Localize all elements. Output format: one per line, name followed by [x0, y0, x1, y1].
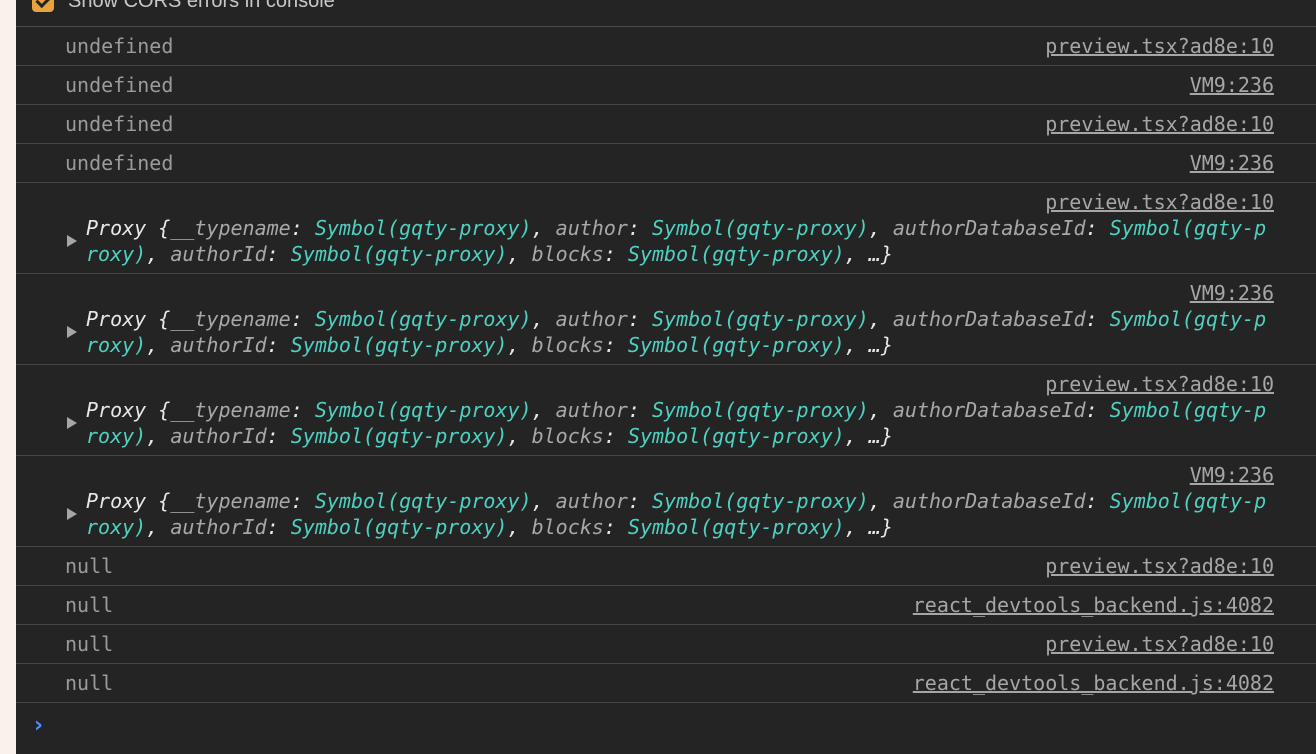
- field-key: blocks: [531, 242, 604, 266]
- message-value: null: [65, 593, 114, 617]
- field-key: __typename: [170, 216, 291, 240]
- cors-setting-row: Show CORS errors in console: [16, 0, 1316, 27]
- field-key: authorDatabaseId: [892, 398, 1086, 422]
- field-value: Symbol(gqty-proxy): [652, 398, 869, 422]
- object-label: Proxy: [86, 489, 147, 513]
- field-value: Symbol(gqty-proxy): [627, 242, 845, 266]
- field-value: Symbol(gqty-proxy): [290, 424, 508, 448]
- object-preview[interactable]: Proxy {__typename: Symbol(gqty-proxy), a…: [86, 398, 1267, 448]
- field-value: Symbol(gqty-proxy): [627, 515, 845, 539]
- source-link[interactable]: VM9:236: [1189, 281, 1274, 305]
- message-value: null: [65, 554, 114, 578]
- object-preview[interactable]: Proxy {__typename: Symbol(gqty-proxy), a…: [86, 216, 1267, 266]
- object-ellipsis: …: [868, 515, 881, 539]
- field-value: Symbol(gqty-proxy): [86, 489, 1267, 539]
- source-link[interactable]: VM9:236: [1189, 151, 1274, 175]
- field-key: __typename: [170, 489, 291, 513]
- source-link[interactable]: preview.tsx?ad8e:10: [1045, 190, 1274, 214]
- message-value: undefined: [65, 73, 174, 97]
- message-value: undefined: [65, 151, 174, 175]
- field-value: Symbol(gqty-proxy): [314, 398, 532, 422]
- message-value: undefined: [65, 112, 174, 136]
- field-key: author: [555, 489, 628, 513]
- expand-triangle-icon[interactable]: [67, 326, 77, 338]
- field-key: __typename: [170, 398, 291, 422]
- object-ellipsis: …: [868, 333, 881, 357]
- source-link[interactable]: preview.tsx?ad8e:10: [1045, 554, 1274, 578]
- field-value: Symbol(gqty-proxy): [652, 216, 869, 240]
- source-link[interactable]: preview.tsx?ad8e:10: [1045, 34, 1274, 58]
- console-message: undefined preview.tsx?ad8e:10: [16, 105, 1316, 144]
- expand-triangle-icon[interactable]: [67, 508, 77, 520]
- field-value: Symbol(gqty-proxy): [627, 424, 845, 448]
- field-key: author: [555, 307, 628, 331]
- source-link[interactable]: react_devtools_backend.js:4082: [912, 671, 1274, 695]
- field-key: authorId: [170, 242, 267, 266]
- field-key: authorDatabaseId: [892, 489, 1086, 513]
- field-value: Symbol(gqty-proxy): [290, 515, 508, 539]
- console-message: null react_devtools_backend.js:4082: [16, 664, 1316, 703]
- field-key: blocks: [531, 424, 604, 448]
- expand-triangle-icon[interactable]: [67, 417, 77, 429]
- source-link[interactable]: preview.tsx?ad8e:10: [1045, 632, 1274, 656]
- field-value: Symbol(gqty-proxy): [652, 489, 869, 513]
- field-value: Symbol(gqty-proxy): [86, 398, 1267, 448]
- object-ellipsis: …: [868, 424, 881, 448]
- field-key: authorDatabaseId: [892, 216, 1086, 240]
- console-message: null preview.tsx?ad8e:10: [16, 547, 1316, 586]
- message-value: null: [65, 632, 114, 656]
- source-link[interactable]: preview.tsx?ad8e:10: [1045, 112, 1274, 136]
- console-message: undefined VM9:236: [16, 66, 1316, 105]
- object-label: Proxy: [86, 216, 147, 240]
- field-key: authorId: [170, 424, 267, 448]
- expand-triangle-icon[interactable]: [67, 235, 77, 247]
- field-value: Symbol(gqty-proxy): [290, 333, 508, 357]
- source-link[interactable]: VM9:236: [1189, 463, 1274, 487]
- field-key: __typename: [170, 307, 291, 331]
- field-value: Symbol(gqty-proxy): [86, 216, 1267, 266]
- field-key: authorId: [170, 515, 267, 539]
- field-value: Symbol(gqty-proxy): [314, 307, 532, 331]
- console-input[interactable]: [64, 711, 1264, 739]
- field-key: author: [555, 216, 628, 240]
- message-value: null: [65, 671, 114, 695]
- cors-checkbox[interactable]: [32, 0, 54, 12]
- field-value: Symbol(gqty-proxy): [314, 489, 532, 513]
- field-value: Symbol(gqty-proxy): [627, 333, 845, 357]
- field-value: Symbol(gqty-proxy): [314, 216, 532, 240]
- field-value: Symbol(gqty-proxy): [652, 307, 869, 331]
- object-label: Proxy: [86, 398, 147, 422]
- field-value: Symbol(gqty-proxy): [290, 242, 508, 266]
- object-ellipsis: …: [868, 242, 881, 266]
- message-value: undefined: [65, 34, 174, 58]
- console-message: null preview.tsx?ad8e:10: [16, 625, 1316, 664]
- console-prompt-row: ›: [16, 703, 1316, 753]
- field-key: blocks: [531, 333, 604, 357]
- field-value: Symbol(gqty-proxy): [86, 307, 1267, 357]
- source-link[interactable]: VM9:236: [1189, 73, 1274, 97]
- object-preview[interactable]: Proxy {__typename: Symbol(gqty-proxy), a…: [86, 489, 1267, 539]
- object-preview[interactable]: Proxy {__typename: Symbol(gqty-proxy), a…: [86, 307, 1267, 357]
- cors-label: Show CORS errors in console: [68, 0, 335, 12]
- field-key: blocks: [531, 515, 604, 539]
- field-key: author: [555, 398, 628, 422]
- prompt-chevron-icon: ›: [34, 713, 44, 738]
- field-key: authorDatabaseId: [892, 307, 1086, 331]
- object-label: Proxy: [86, 307, 147, 331]
- console-message: null react_devtools_backend.js:4082: [16, 586, 1316, 625]
- console-message: undefined preview.tsx?ad8e:10: [16, 27, 1316, 66]
- field-key: authorId: [170, 333, 267, 357]
- console-message: undefined VM9:236: [16, 144, 1316, 183]
- source-link[interactable]: preview.tsx?ad8e:10: [1045, 372, 1274, 396]
- console-panel: Show CORS errors in console undefined pre…: [16, 0, 1316, 754]
- source-link[interactable]: react_devtools_backend.js:4082: [912, 593, 1274, 617]
